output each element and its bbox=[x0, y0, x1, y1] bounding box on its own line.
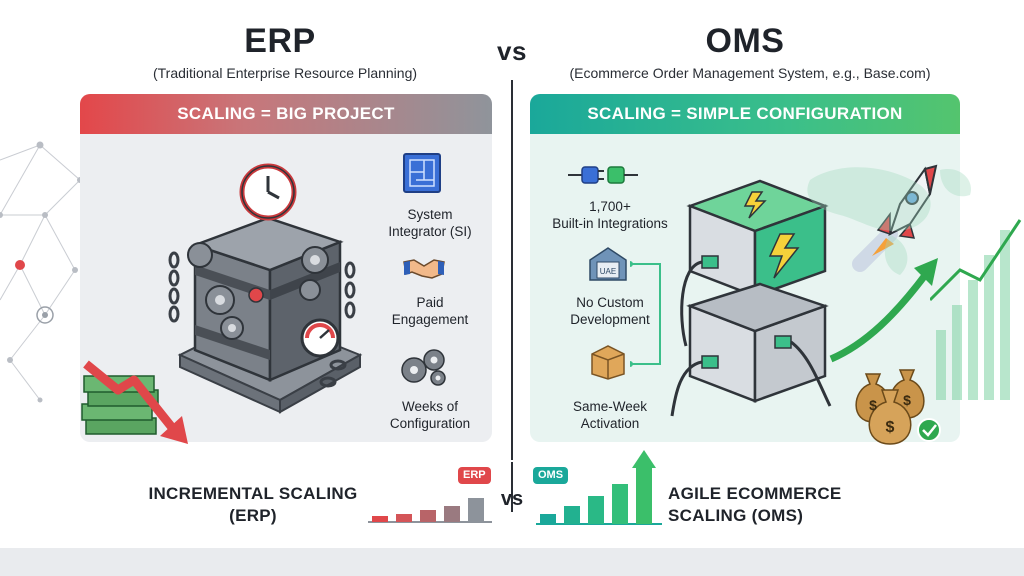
blueprint-icon bbox=[403, 153, 441, 193]
money-bags-icon: $ $ $ bbox=[855, 369, 941, 445]
center-divider-lower bbox=[511, 462, 513, 512]
erp-subtitle: (Traditional Enterprise Resource Plannin… bbox=[152, 65, 418, 81]
erp-feature-paid-engagement: Paid Engagement bbox=[391, 295, 469, 327]
growth-arrow-icon bbox=[829, 258, 938, 363]
oms-subtitle: (Ecommerce Order Management System, e.g.… bbox=[569, 65, 931, 81]
erp-tag: ERP bbox=[458, 467, 491, 484]
erp-title: ERP bbox=[244, 22, 316, 60]
oms-feature-integrations: 1,700+ Built-in Integrations bbox=[552, 199, 668, 231]
box-icon bbox=[591, 345, 625, 380]
erp-feature-system-integrator: System Integrator (SI) bbox=[388, 207, 472, 239]
oms-title: OMS bbox=[705, 22, 785, 60]
oms-feature-same-week: Same-Week Activation bbox=[572, 399, 648, 431]
falling-money-icon bbox=[81, 360, 188, 444]
erp-scaling-label: INCREMENTAL SCALING (ERP) bbox=[148, 484, 358, 525]
network-graph-decoration bbox=[0, 141, 83, 403]
warehouse-icon: UAE bbox=[589, 247, 627, 281]
oms-agile-bars bbox=[536, 450, 662, 525]
bottom-strip bbox=[0, 548, 1024, 576]
erp-incremental-bars bbox=[368, 498, 492, 523]
center-divider bbox=[511, 80, 513, 460]
vs-bottom-label: vs bbox=[500, 488, 524, 510]
oms-feature-no-custom-dev: No Custom Development bbox=[570, 295, 650, 327]
oms-scaling-label: AGILE ECOMMERCE SCALING (OMS) bbox=[668, 484, 842, 525]
warehouse-icon-text: UAE bbox=[600, 267, 616, 276]
rocket-icon bbox=[852, 164, 938, 272]
server-stack-illustration bbox=[670, 179, 832, 417]
vs-label: vs bbox=[497, 36, 527, 66]
green-bars-decoration bbox=[930, 219, 1022, 400]
erp-panel-heading: SCALING = BIG PROJECT bbox=[80, 94, 492, 134]
connector-lines bbox=[630, 261, 661, 367]
world-map-decoration bbox=[807, 167, 971, 275]
svg-text:$: $ bbox=[869, 397, 877, 413]
locked-machine-illustration bbox=[168, 163, 363, 414]
erp-feature-weeks-configuration: Weeks of Configuration bbox=[389, 399, 471, 431]
svg-text:$: $ bbox=[886, 419, 895, 436]
svg-text:$: $ bbox=[903, 392, 911, 408]
oms-panel: SCALING = SIMPLE CONFIGURATION 1,700+ Bu… bbox=[530, 94, 960, 442]
oms-panel-heading: SCALING = SIMPLE CONFIGURATION bbox=[530, 94, 960, 134]
oms-tag: OMS bbox=[533, 467, 569, 484]
handshake-icon bbox=[403, 259, 445, 279]
gears-icon bbox=[401, 349, 446, 386]
erp-panel: SCALING = BIG PROJECT bbox=[80, 94, 492, 442]
plug-icon bbox=[568, 166, 638, 184]
